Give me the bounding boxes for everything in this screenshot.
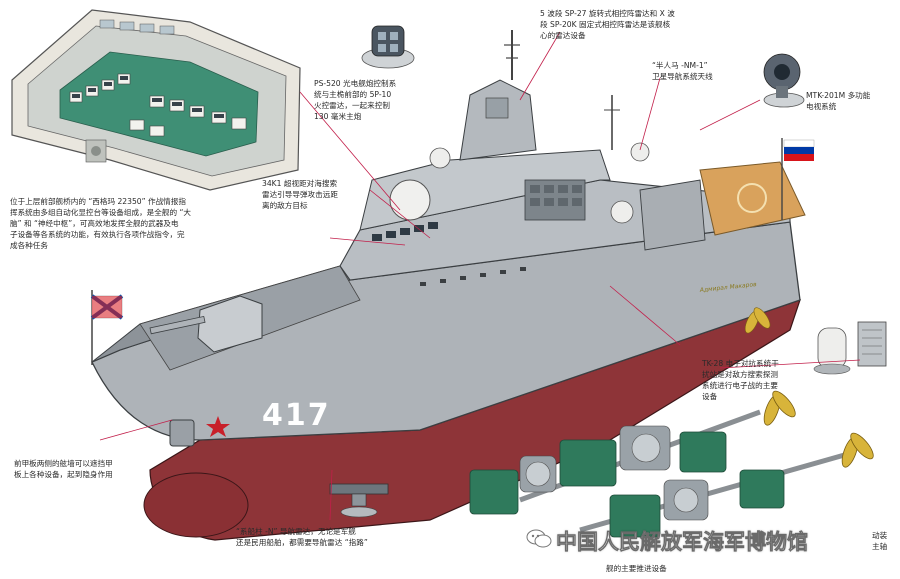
ship-body: 417 Адмирал Макаров	[91, 30, 806, 541]
callout-line: TK-28 电子对抗系统干	[702, 359, 779, 368]
mtk201m-tv-system-icon	[763, 53, 805, 108]
callout-line: 位于上层前部舰桥内的 “西格玛 22350” 作战情报指	[10, 197, 186, 206]
russian-naval-ensign	[90, 290, 124, 365]
callout-bridge-combat-system: 位于上层前部舰桥内的 “西格玛 22350” 作战情报指 挥系统由多组自动化显控…	[10, 196, 191, 251]
nav-radar-antenna-icon	[329, 483, 389, 518]
callout-main-propulsion: 舰的主要推进设备	[606, 563, 667, 574]
callout-tk28-ecm: TK-28 电子对抗系统干 扰站是对敌方搜索探测 系统进行电子战的主要 设备	[702, 358, 779, 402]
callout-line: 电视系统	[806, 102, 837, 111]
callout-front-deck-bulwark: 前甲板两侧的舷墙可以遮挡甲 板上各种设备，起到隐身作用	[14, 458, 113, 480]
callout-line: 子设备等各系统的功能，有效执行各项作战指令，完	[10, 230, 185, 239]
callout-line: 前甲板两侧的舷墙可以遮挡甲	[14, 459, 113, 468]
wechat-icon	[526, 529, 552, 548]
callout-line: 统与主桅前部的 5P-10	[314, 90, 392, 99]
callout-line: 板上各种设备，起到隐身作用	[14, 470, 113, 479]
callout-line: 系统进行电子战的主要	[702, 381, 778, 390]
callout-ps520: PS-520 光电舰炮控制系 统与主桅前部的 5P-10 火控雷达，一起来控制 …	[314, 78, 396, 122]
callout-mtk201m: MTK-201M 多功能 电视系统	[806, 90, 870, 112]
callout-34k1-radar: 34K1 超视距对海搜索 雷达引导导弹攻击远距 离的敌方目标	[262, 178, 338, 211]
callout-line: 舰的主要推进设备	[606, 564, 667, 573]
callout-propulsion-shaft: 动装 主轴	[872, 530, 887, 552]
callout-line: 5 波段 SP-27 旋转式相控阵雷达和 X 波	[540, 9, 675, 18]
callout-line: 主轴	[872, 542, 888, 551]
callout-nm1-satnav: “半人马 -NM-1” 卫星导航系统天线	[652, 60, 713, 82]
callout-nav-radar: “系船柱 -N” 导航雷达，无论是军舰 还是民用船舶，都需要导航雷达 “指路”	[236, 526, 368, 548]
callout-line: 还是民用船舶，都需要导航雷达 “指路”	[236, 538, 368, 547]
callout-line: 离的敌方目标	[262, 201, 308, 210]
hull-number: 417	[262, 398, 331, 433]
callout-line: 雷达引导导弹攻击远距	[262, 190, 338, 199]
ps520-optical-director-icon	[361, 25, 415, 69]
callout-line: “半人马 -NM-1”	[652, 61, 708, 70]
callout-line: 段 SP-20K 固定式相控阵雷达是该舰核	[540, 20, 671, 29]
callout-line: 130 毫米主炮	[314, 112, 362, 121]
callout-line: 动装	[872, 531, 888, 540]
callout-lines	[99, 31, 861, 521]
callout-line: MTK-201M 多功能	[806, 91, 871, 100]
propulsion-machinery	[469, 307, 874, 538]
propeller-icon	[763, 390, 874, 468]
callout-line: “系船柱 -N” 导航雷达，无论是军舰	[236, 527, 356, 536]
callout-line: 脑” 和 “神经中枢”，可高效地发挥全舰的武器及电	[10, 219, 179, 228]
callout-line: 设备	[702, 392, 718, 401]
callout-line: 34K1 超视距对海搜索	[262, 179, 338, 188]
callout-line: 火控雷达，一起来控制	[314, 101, 390, 110]
callout-line: 心的雷达设备	[540, 31, 586, 40]
callout-top-radar: 5 波段 SP-27 旋转式相控阵雷达和 X 波 段 SP-20K 固定式相控阵…	[540, 8, 675, 41]
callout-line: PS-520 光电舰炮控制系	[314, 79, 397, 88]
callout-line: 卫星导航系统天线	[652, 72, 713, 81]
russian-flag	[781, 138, 815, 220]
watermark-text: 中国人民解放军海军博物馆	[556, 530, 809, 555]
bridge-cutaway-inset	[11, 9, 301, 191]
tk28-jammer-icon	[813, 321, 887, 375]
callout-line: 扰站是对敌方搜索探测	[702, 370, 778, 379]
callout-line: 成各种任务	[10, 241, 48, 250]
callout-line: 挥系统由多组自动化显控台等设备组成，是全舰的 “大	[10, 208, 192, 217]
